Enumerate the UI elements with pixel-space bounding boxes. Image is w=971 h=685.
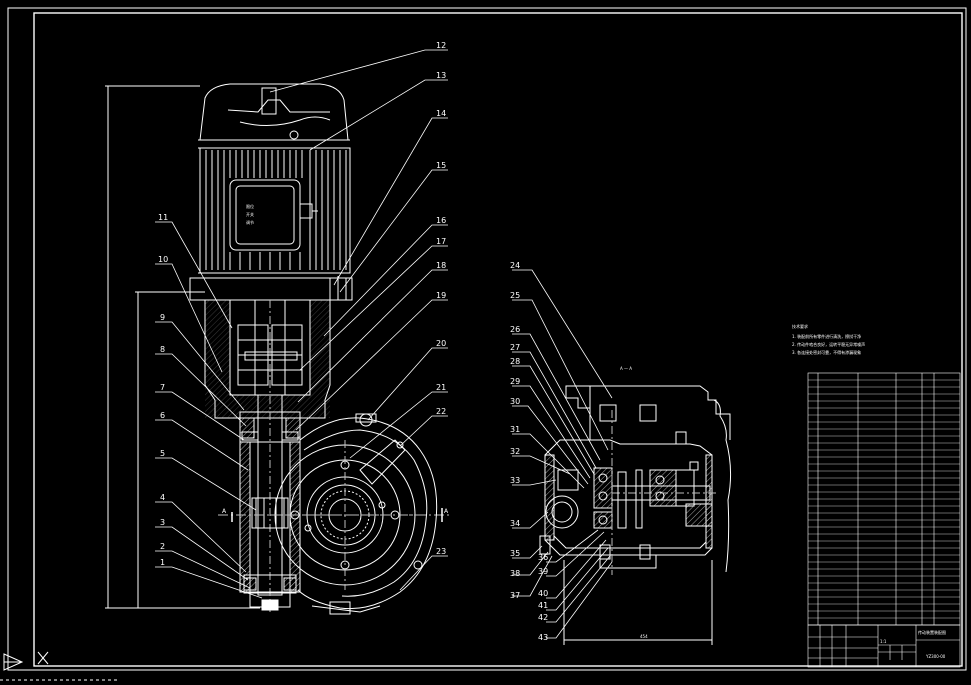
callout-37: 37 — [510, 591, 520, 600]
tech-req-title: 技术要求 — [792, 323, 808, 329]
outer-frame — [7, 7, 967, 671]
title-block — [807, 624, 961, 668]
callout-17: 17 — [436, 237, 446, 246]
callout-35: 35 — [510, 549, 520, 558]
callout-42: 42 — [538, 613, 548, 622]
callout-3: 3 — [160, 518, 165, 527]
callout-36: 36 — [538, 553, 548, 562]
callout-13: 13 — [436, 71, 446, 80]
callout-43: 43 — [538, 633, 548, 642]
tech-requirements: 技术要求 1. 装配前所有零件进行清洗，擦拭干净 2. 传动件啮合良好，运转平稳… — [792, 323, 865, 355]
callout-8: 8 — [160, 345, 165, 354]
plate-text-3: 调节 — [246, 219, 254, 225]
plate-text-2: 开关 — [246, 211, 254, 217]
callout-12: 12 — [436, 41, 446, 50]
plate-text-1: 限位 — [246, 203, 254, 209]
section-mark-a-right: A — [444, 508, 449, 515]
parts-rows — [808, 379, 960, 619]
ucs-icon — [0, 651, 120, 681]
callout-22: 22 — [436, 407, 446, 416]
callout-20: 20 — [436, 339, 446, 348]
section-view-label: A — A — [620, 366, 632, 371]
callout-4: 4 — [160, 493, 165, 502]
callout-7: 7 — [160, 383, 165, 392]
callout-9: 9 — [160, 313, 165, 322]
callout-26: 26 — [510, 325, 520, 334]
right-callout-numbers: 24 25 26 27 28 29 30 31 32 33 34 35 36 3… — [510, 261, 548, 642]
callout-23: 23 — [436, 547, 446, 556]
callout-30: 30 — [510, 397, 520, 406]
left-callout-numbers: 12 13 14 15 16 17 18 19 20 21 22 23 11 1… — [158, 41, 446, 567]
callout-21: 21 — [436, 383, 446, 392]
callout-38: 38 — [510, 569, 520, 578]
section-mark-a-left: A — [222, 508, 227, 515]
callout-27: 27 — [510, 343, 520, 352]
callout-6: 6 — [160, 411, 165, 420]
callout-25: 25 — [510, 291, 520, 300]
right-leaders — [512, 269, 613, 639]
tech-req-line-1: 1. 装配前所有零件进行清洗，擦拭干净 — [792, 333, 861, 339]
callout-39: 39 — [538, 567, 548, 576]
callout-15: 15 — [436, 161, 446, 170]
dimension-bottom: 454 — [640, 634, 648, 639]
section-view — [539, 385, 732, 645]
callout-32: 32 — [510, 447, 520, 456]
motor-fins — [205, 150, 347, 270]
callout-1: 1 — [160, 558, 165, 567]
callout-41: 41 — [538, 601, 548, 610]
inner-frame — [33, 12, 963, 667]
callout-18: 18 — [436, 261, 446, 270]
callout-28: 28 — [510, 357, 520, 366]
callout-14: 14 — [436, 109, 446, 118]
left-leaders — [155, 49, 448, 599]
title-block-name: 传动装置装配图 — [918, 629, 946, 635]
callout-31: 31 — [510, 425, 520, 434]
callout-11: 11 — [158, 213, 168, 222]
callout-29: 29 — [510, 377, 520, 386]
tech-req-line-3: 3. 各连接处密封可靠，不得有渗漏现象 — [792, 349, 861, 355]
callout-19: 19 — [436, 291, 446, 300]
callout-33: 33 — [510, 476, 520, 485]
tech-req-line-2: 2. 传动件啮合良好，运转平稳无异常噪声 — [792, 341, 865, 347]
main-view — [105, 83, 450, 615]
title-block-drawing-no: YZ300-00 — [925, 654, 946, 659]
title-block-scale: 1:1 — [880, 639, 887, 644]
callout-34: 34 — [510, 519, 520, 528]
callout-16: 16 — [436, 216, 446, 225]
callout-24: 24 — [510, 261, 520, 270]
callout-2: 2 — [160, 542, 165, 551]
callout-40: 40 — [538, 589, 548, 598]
callout-10: 10 — [158, 255, 168, 264]
callout-5: 5 — [160, 449, 165, 458]
